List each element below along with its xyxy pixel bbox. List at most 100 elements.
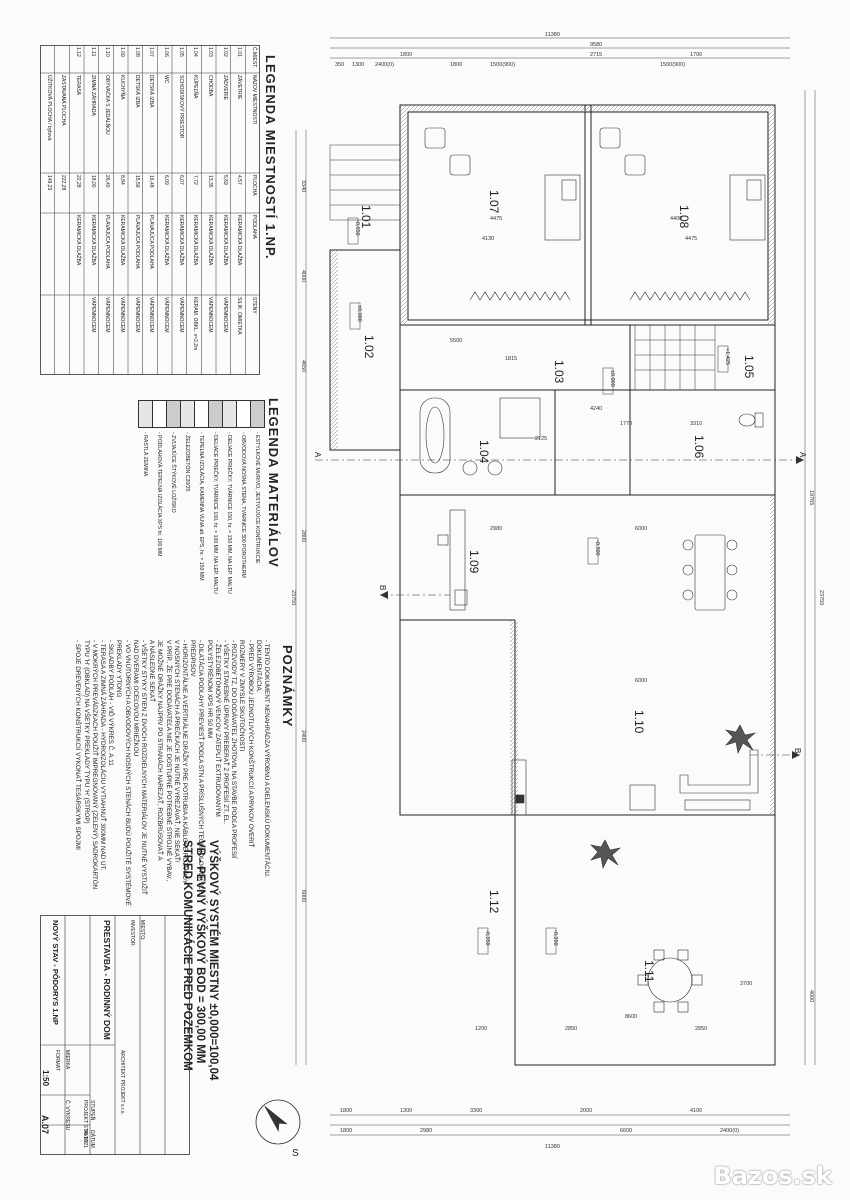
room-legend-cell: WC — [163, 75, 169, 84]
dimension-label: 2800 — [300, 530, 306, 542]
dimension-label: 11380 — [545, 32, 560, 38]
material-item: - DELIACE PRIEČKY, TVÁRNICE 100, hr. = 1… — [212, 432, 218, 594]
dimension-label: 1300 — [400, 1108, 412, 1114]
note-line: - TERASA A ZIMNÁ ZÁHRADA - HYDROIZOLÁCIU… — [99, 640, 106, 871]
level-box — [717, 345, 729, 373]
room-legend-cell: KERAMICKÁ DLAŽBA — [192, 215, 199, 266]
dimension-label: 4240 — [590, 406, 602, 412]
material-swatch — [250, 400, 265, 428]
dimension-label: 1300 — [352, 62, 364, 68]
room-legend-cell: KERAMICKÁ DLAŽBA — [119, 215, 125, 266]
material-swatch — [222, 400, 237, 428]
room-number: 1.10 — [632, 710, 646, 734]
dimension-label: 23750 — [818, 590, 824, 605]
room-legend-cell: 1.12 — [75, 47, 81, 57]
dimension-label: 1800 — [400, 52, 412, 58]
room-legend-cell: 4,57 — [236, 175, 243, 185]
room-legend-cell: 1.03 — [207, 47, 213, 57]
material-swatch — [180, 400, 195, 428]
room-number: 1.01 — [359, 205, 373, 229]
note-line: JE MOŽNÉ DRÁŽKY NAJPRV PO STRANÁCH NAREZ… — [156, 640, 164, 861]
dimension-label: 6000 — [635, 526, 647, 532]
title-investor-label: INVESTOR: — [129, 920, 135, 947]
dimension-label: 3300 — [470, 1108, 482, 1114]
room-legend-cell: 5,69 — [221, 175, 228, 185]
dimension-label: 4130 — [482, 236, 494, 242]
material-item: - OBVODOVÁ NOSNÁ STENA, TVÁRNICE 300 POR… — [240, 432, 246, 578]
dimension-label: 1200 — [475, 1026, 487, 1032]
note-line: V NOSNÝCH STENÁCH A PRIEČKACH JE NUTNÉ V… — [172, 640, 180, 863]
dimension-label: 23750 — [290, 590, 296, 605]
room-legend-header: PODLAHA — [251, 215, 257, 239]
material-item: - DELIACE PRIEČKY, TVÁRNICE 150, hr. = 1… — [226, 432, 232, 594]
room-legend-cell: KERAMICKÁ DLAŽBA — [163, 215, 169, 266]
room-level: -0,350 — [552, 930, 558, 946]
title-scale-label: MIERKA — [64, 1050, 70, 1070]
room-number: 1.12 — [487, 890, 501, 914]
note-line: - VO VNÚTORNÝCH A OBVODOVÝCH NOSNÝCH STE… — [123, 640, 131, 906]
level-box — [602, 367, 614, 395]
dimension-label: 4475 — [490, 216, 502, 222]
room-legend-cell: VÁPENNOCEM — [89, 297, 96, 333]
dimension-label: 9580 — [590, 42, 602, 48]
material-swatch — [166, 400, 181, 428]
section-mark: B — [378, 585, 387, 590]
dimension-label: 2980 — [490, 526, 502, 532]
room-number: 1.02 — [362, 335, 376, 359]
room-legend-cell: ÚŽITKOVÁ PLOCHA / bytová — [45, 75, 52, 141]
material-item: - RASTLÁ ZEMINA — [142, 432, 148, 477]
room-legend-cell: 222,28 — [60, 175, 67, 191]
title-block — [40, 915, 190, 1155]
material-swatch — [208, 400, 223, 428]
room-number: 1.06 — [692, 435, 706, 459]
section-mark: A — [313, 452, 322, 458]
material-swatch — [152, 400, 167, 428]
note-line: DOKUMENTÁCIA. — [254, 640, 262, 693]
dimension-label: 1815 — [505, 356, 517, 362]
note-line: ROZMERY V ZMYSLE SKUTOČNOSTI — [238, 640, 246, 752]
room-legend-cell: VÁPENNOCEM — [177, 297, 184, 333]
room-legend-cell: DETSKÁ IZBA — [148, 75, 155, 108]
title-date-label: DÁTUM — [89, 1130, 95, 1148]
room-number: 1.03 — [552, 360, 566, 384]
room-legend-cell: KERAMICKÁ DLAŽBA — [177, 215, 184, 266]
dimension-label: 3340 — [300, 180, 306, 192]
room-legend-cell: KERAMICKÁ DLAŽBA — [75, 215, 81, 266]
room-legend-cell: 8,84 — [119, 175, 125, 185]
room-legend-cell: 16,48 — [148, 175, 155, 188]
dimension-label: 4000 — [808, 990, 814, 1002]
dimension-label: 3310 — [690, 421, 702, 427]
dimension-label: 2850 — [565, 1026, 577, 1032]
room-legend-cell: 6,09 — [163, 175, 169, 185]
north-arrow-icon: S — [255, 1099, 301, 1159]
room-legend-cell: ZÁDVERIE — [221, 75, 228, 101]
title-project: PRESTAVBA - RODINNÝ DOM — [102, 920, 112, 1040]
level-box — [587, 537, 599, 565]
dimension-label: 1500(900) — [490, 62, 515, 68]
room-legend-cell: PLÁVAJÚCA PODLAHA — [104, 215, 111, 269]
material-legend-title: LEGENDA MATERIÁLOV — [266, 398, 281, 568]
room-legend-cell: 1.05 — [177, 47, 184, 57]
room-number: 1.04 — [477, 440, 491, 464]
room-legend-cell: ZASTAVANÁ PLOCHA — [60, 75, 67, 126]
room-legend-cell: VÁPENNOCEM — [163, 297, 169, 333]
room-legend-cell: ZIMNÁ ZÁHRADA — [89, 75, 96, 116]
title-stage-label: STUPEŇ — [89, 1100, 95, 1121]
room-level: ±0,000 — [609, 370, 615, 387]
room-legend-cell: KERAMICKÁ DLAŽBA — [221, 215, 228, 266]
room-legend-cell: 1.02 — [221, 47, 228, 57]
note-line: - SPOJE DREVENÝCH KONŠTRUKCIÍ VYKONAŤ TE… — [74, 640, 82, 850]
room-legend-cell: 13,35 — [207, 175, 213, 188]
title-number-label: Č. VÝKRESU — [64, 1100, 70, 1131]
room-legend-cell: 1.10 — [104, 47, 111, 57]
dimension-label: 2715 — [590, 52, 602, 58]
room-number: 1.07 — [487, 190, 501, 214]
room-number: 1.09 — [467, 550, 481, 574]
room-number: 1.05 — [742, 355, 756, 379]
title-number: A.07 — [40, 1115, 50, 1135]
room-legend-cell: 1.08 — [133, 47, 140, 57]
room-legend-cell: 1.07 — [148, 47, 155, 57]
room-legend-cell: OBÝVAČKA S JEDÁLŇOU — [104, 75, 111, 135]
dimension-label: 2125 — [535, 436, 547, 442]
